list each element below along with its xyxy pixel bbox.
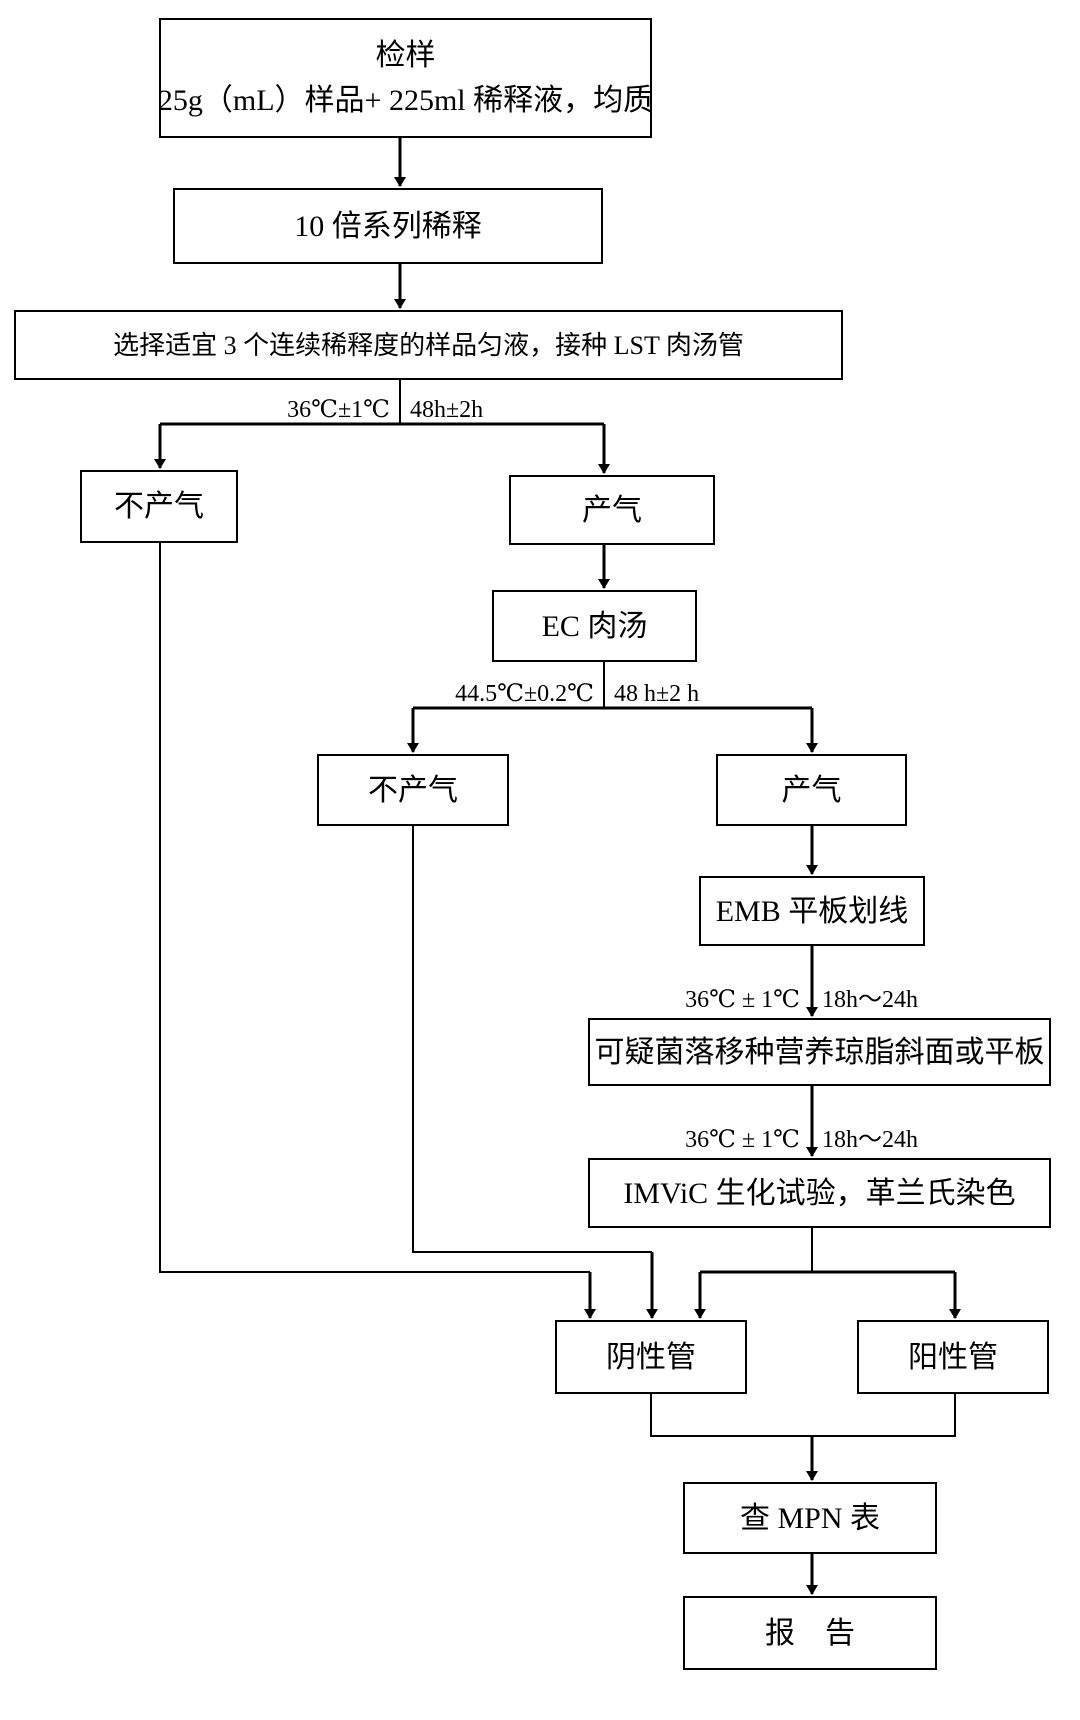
sample-title: 检样: [375, 39, 436, 72]
negative-box: 阴性管: [555, 1320, 747, 1394]
transfer-temp-label: 36℃ ± 1℃: [685, 1127, 800, 1153]
sample-detail: 25g（mL）样品+ 225ml 稀释液，均质: [157, 84, 654, 117]
report-label: 报 告: [765, 1616, 855, 1650]
inoculate-label: 选择适宜 3 个连续稀释度的样品匀液，接种 LST 肉汤管: [113, 330, 744, 360]
dilution-label: 10 倍系列稀释: [294, 209, 482, 243]
inoculate-box: 选择适宜 3 个连续稀释度的样品匀液，接种 LST 肉汤管: [14, 310, 843, 380]
transfer-time-label: 18h～24h: [822, 1127, 918, 1153]
ec-broth-label: EC 肉汤: [541, 609, 648, 643]
ec-broth-box: EC 肉汤: [492, 590, 697, 662]
emb-streak-label: EMB 平板划线: [715, 894, 909, 928]
emb-streak-box: EMB 平板划线: [699, 876, 925, 946]
imvic-box: IMViC 生化试验，革兰氏染色: [588, 1158, 1051, 1228]
lst-temp-label: 36℃±1℃: [287, 397, 390, 423]
line-merge-results: [650, 1394, 956, 1437]
lst-gas-box: 产气: [509, 475, 715, 545]
line-lst-no-gas-route: [159, 543, 590, 1273]
lst-gas-label: 产气: [582, 493, 642, 527]
imvic-label: IMViC 生化试验，革兰氏染色: [623, 1176, 1016, 1210]
transfer-label: 可疑菌落移种营养琼脂斜面或平板: [594, 1035, 1045, 1069]
sample-box: 检样 25g（mL）样品+ 225ml 稀释液，均质: [157, 18, 654, 138]
lst-no-gas-box: 不产气: [80, 470, 238, 543]
mpn-table-box: 查 MPN 表: [683, 1482, 937, 1554]
ec-no-gas-box: 不产气: [317, 754, 509, 826]
negative-label: 阴性管: [606, 1340, 696, 1374]
transfer-box: 可疑菌落移种营养琼脂斜面或平板: [588, 1018, 1051, 1086]
ec-gas-label: 产气: [781, 773, 842, 807]
lst-no-gas-label: 不产气: [114, 490, 204, 523]
dilution-box: 10 倍系列稀释: [173, 188, 603, 264]
report-box: 报 告: [683, 1596, 937, 1670]
ec-no-gas-label: 不产气: [368, 773, 458, 807]
ec-time-label: 48 h±2 h: [614, 681, 700, 707]
positive-label: 阳性管: [908, 1340, 998, 1374]
line-ec-no-gas-route: [412, 826, 652, 1253]
lst-time-label: 48h±2h: [410, 397, 484, 423]
emb-temp-label: 36℃ ± 1℃: [685, 987, 800, 1013]
mpn-table-label: 查 MPN 表: [739, 1501, 881, 1535]
ec-gas-box: 产气: [716, 754, 907, 826]
positive-box: 阳性管: [857, 1320, 1049, 1394]
ec-temp-label: 44.5℃±0.2℃: [455, 681, 594, 707]
emb-time-label: 18h～24h: [822, 987, 918, 1013]
